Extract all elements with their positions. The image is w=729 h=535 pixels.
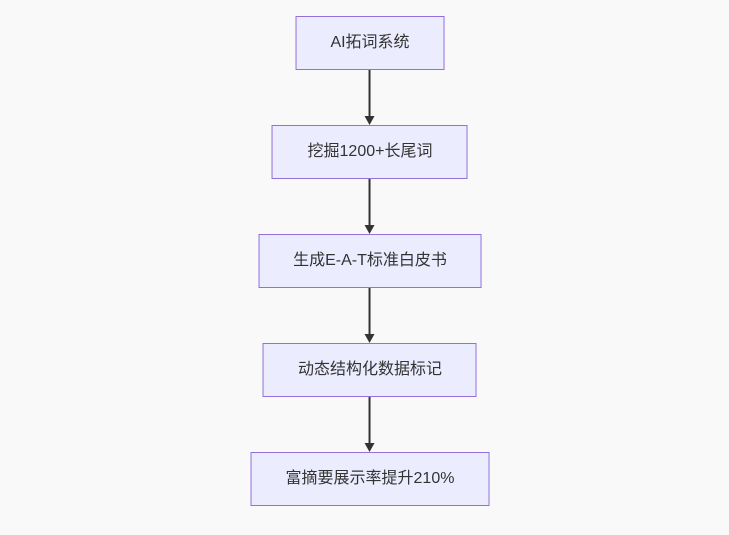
arrowhead-down-icon — [365, 334, 375, 343]
arrowhead-down-icon — [365, 116, 375, 125]
arrowhead-down-icon — [365, 225, 375, 234]
flow-edge — [363, 70, 377, 125]
flow-edge — [363, 288, 377, 343]
flow-node: 动态结构化数据标记 — [262, 343, 477, 397]
flow-node: AI拓词系统 — [295, 16, 445, 70]
flow-node-label: AI拓词系统 — [330, 34, 410, 51]
flowchart: AI拓词系统 挖掘1200+长尾词 生成E-A-T标准白皮书 动态结构化数据标记 — [250, 16, 490, 506]
arrowhead-down-icon — [365, 443, 375, 452]
edge-line — [369, 397, 371, 444]
flow-edge — [363, 179, 377, 234]
flow-node-label: 挖掘1200+长尾词 — [307, 143, 433, 160]
flow-node: 富摘要展示率提升210% — [250, 452, 490, 506]
edge-line — [369, 288, 371, 335]
flow-node-label: 动态结构化数据标记 — [297, 361, 442, 378]
flow-node-label: 富摘要展示率提升210% — [285, 470, 455, 487]
flow-edge — [363, 397, 377, 452]
flow-node: 挖掘1200+长尾词 — [272, 125, 468, 179]
flow-node-label: 生成E-A-T标准白皮书 — [293, 252, 447, 269]
edge-line — [369, 70, 371, 117]
edge-line — [369, 179, 371, 226]
flow-node: 生成E-A-T标准白皮书 — [258, 234, 482, 288]
